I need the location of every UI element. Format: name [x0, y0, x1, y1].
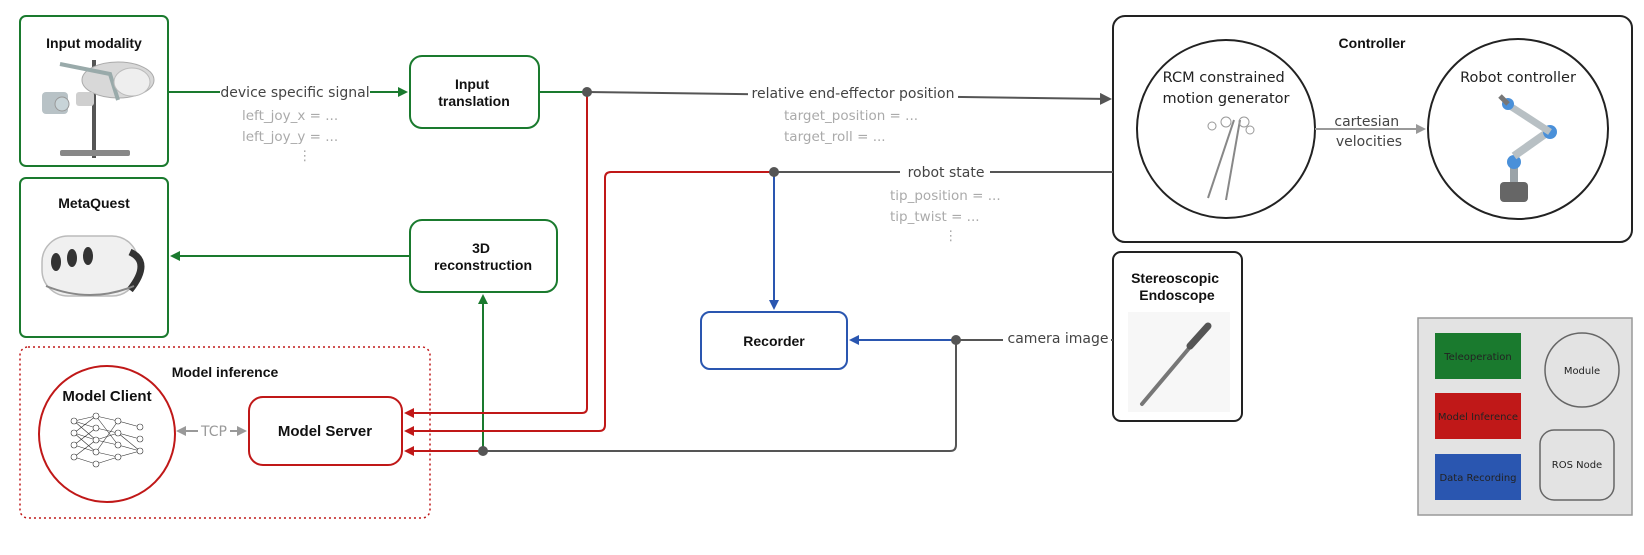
input-modality-title: Input modality [46, 35, 142, 51]
robot-controller-title: Robot controller [1460, 70, 1576, 86]
reconstruction-node: 3D reconstruction [409, 219, 558, 293]
device-field-1: left_joy_x = ... [242, 108, 338, 124]
input-translation-title: Input translation [438, 76, 510, 109]
input-modality-module: Input modality [19, 15, 169, 167]
model-client-module: Model Client [38, 365, 176, 503]
recorder-title: Recorder [743, 333, 805, 349]
model-client-title: Model Client [62, 388, 151, 405]
metaquest-title: MetaQuest [58, 195, 130, 211]
endoscope-image [1128, 312, 1230, 412]
legend-module-label: Module [1564, 366, 1600, 377]
tcp-label: TCP [200, 424, 227, 440]
state-junction-dot [769, 167, 779, 177]
legend-recording-swatch [1435, 454, 1521, 500]
metaquest-module: MetaQuest [19, 177, 169, 338]
input-to-server-connector [404, 92, 588, 418]
device-field-2: left_joy_y = ... [242, 129, 338, 145]
rcm-generator-line-2: motion generator [1163, 91, 1290, 107]
endoscope-line-2: Endoscope [1139, 287, 1215, 303]
robot-state-label: robot state [908, 165, 985, 181]
camera-junction-dot [951, 335, 961, 345]
rcm-generator-line-1: RCM constrained [1163, 70, 1285, 86]
reconstruction-line-1: 3D [472, 240, 490, 256]
legend-recording-label: Data Recording [1439, 473, 1516, 484]
device-field-more: ⋮ [298, 148, 312, 164]
haptic-device-image [42, 60, 155, 158]
endoscope-title: Stereoscopic Endoscope [1131, 270, 1223, 303]
robot-controller-node: Robot controller [1427, 38, 1609, 220]
legend-teleoperation-swatch [1435, 333, 1521, 379]
device-signal-label: device specific signal [220, 85, 369, 101]
state-to-server-connector [404, 171, 774, 436]
reconstruction-line-2: reconstruction [434, 257, 532, 273]
legend-inference-swatch [1435, 393, 1521, 439]
robot-arm-image [1498, 94, 1557, 202]
camera-image-label: camera image [1008, 331, 1109, 347]
ee-position-label: relative end-effector position [752, 86, 955, 102]
input-translation-line-1: Input [455, 76, 490, 92]
reconstruction-title: 3D reconstruction [434, 240, 532, 273]
ee-field-2: target_roll = ... [784, 129, 886, 145]
cartesian-velocities-label: cartesian velocities [1334, 114, 1403, 150]
endoscope-line-1: Stereoscopic [1131, 270, 1219, 286]
state-field-2: tip_twist = ... [890, 209, 980, 225]
input-junction-dot [582, 87, 592, 97]
legend-module-shape [1544, 332, 1620, 408]
model-server-title: Model Server [278, 423, 372, 440]
rcm-motion-generator-node: RCM constrained motion generator [1136, 39, 1316, 219]
legend-ros-node-label: ROS Node [1552, 460, 1602, 471]
input-translation-line-2: translation [438, 93, 510, 109]
legend-ros-node-shape [1539, 429, 1615, 501]
state-field-more: ⋮ [944, 228, 958, 244]
vr-headset-image [41, 235, 145, 297]
camera-to-inference-connector [483, 340, 957, 452]
legend: Teleoperation Model Inference Data Recor… [1417, 317, 1633, 516]
neural-network-icon [70, 412, 144, 468]
surgical-instrument-image [1207, 116, 1255, 201]
cartesian-line-1: cartesian [1334, 114, 1399, 130]
legend-inference-label: Model Inference [1438, 412, 1518, 423]
ee-field-1: target_position = ... [784, 108, 918, 124]
input-translation-node: Input translation [409, 55, 540, 129]
legend-teleoperation-label: Teleoperation [1443, 352, 1512, 363]
cartesian-line-2: velocities [1336, 134, 1402, 150]
recorder-node: Recorder [700, 311, 848, 370]
state-field-1: tip_position = ... [890, 188, 1001, 204]
model-inference-group: Model inference [19, 346, 431, 519]
endoscope-module: Stereoscopic Endoscope [1112, 251, 1243, 422]
image-junction-dot [478, 446, 488, 456]
model-server-node: Model Server [248, 396, 403, 466]
controller-title: Controller [1339, 35, 1406, 51]
rcm-generator-title: RCM constrained motion generator [1163, 70, 1290, 107]
model-inference-title: Model inference [172, 364, 279, 380]
